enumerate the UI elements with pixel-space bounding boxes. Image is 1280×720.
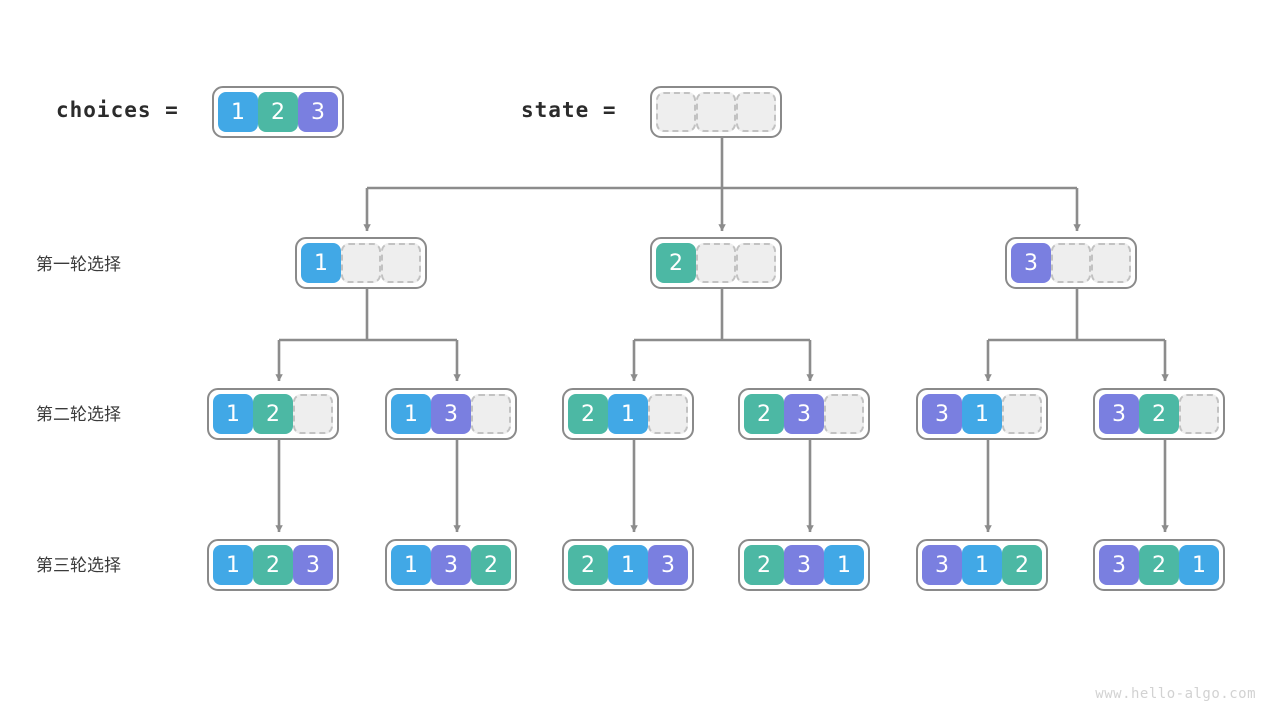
choices-label: choices = <box>56 98 179 122</box>
array-cell-filled: 3 <box>1099 394 1139 434</box>
array-cell-filled: 3 <box>922 394 962 434</box>
array-cell-empty <box>696 92 736 132</box>
array-cell-filled: 1 <box>213 545 253 585</box>
array-cell-empty <box>736 92 776 132</box>
array-cell-filled: 1 <box>1179 545 1219 585</box>
array-cell-filled: 2 <box>744 394 784 434</box>
array-cell-filled: 3 <box>1099 545 1139 585</box>
array-cell-filled: 1 <box>301 243 341 283</box>
state-array <box>650 86 782 138</box>
node-level1-3: 3 <box>1005 237 1137 289</box>
watermark: www.hello-algo.com <box>1095 686 1256 702</box>
array-cell-filled: 3 <box>298 92 338 132</box>
array-cell-filled: 2 <box>253 545 293 585</box>
array-cell-filled: 3 <box>784 545 824 585</box>
array-cell-filled: 3 <box>431 394 471 434</box>
array-cell-filled: 2 <box>568 545 608 585</box>
array-cell-empty <box>648 394 688 434</box>
array-cell-filled: 3 <box>784 394 824 434</box>
array-cell-filled: 2 <box>744 545 784 585</box>
array-cell-empty <box>1091 243 1131 283</box>
array-cell-filled: 1 <box>962 394 1002 434</box>
array-cell-filled: 2 <box>258 92 298 132</box>
array-cell-filled: 3 <box>293 545 333 585</box>
array-cell-empty <box>656 92 696 132</box>
array-cell-filled: 3 <box>431 545 471 585</box>
array-cell-filled: 2 <box>656 243 696 283</box>
array-cell-filled: 2 <box>1139 545 1179 585</box>
array-cell-empty <box>293 394 333 434</box>
array-cell-filled: 3 <box>922 545 962 585</box>
array-cell-filled: 3 <box>1011 243 1051 283</box>
row-label-round-2: 第二轮选择 <box>36 405 121 425</box>
array-cell-filled: 2 <box>1002 545 1042 585</box>
array-cell-filled: 2 <box>471 545 511 585</box>
array-cell-empty <box>471 394 511 434</box>
array-cell-filled: 3 <box>648 545 688 585</box>
array-cell-filled: 1 <box>213 394 253 434</box>
array-cell-empty <box>1051 243 1091 283</box>
array-cell-empty <box>341 243 381 283</box>
row-label-round-1: 第一轮选择 <box>36 255 121 275</box>
array-cell-empty <box>696 243 736 283</box>
array-cell-filled: 1 <box>608 394 648 434</box>
array-cell-empty <box>1179 394 1219 434</box>
array-cell-filled: 1 <box>391 545 431 585</box>
array-cell-empty <box>736 243 776 283</box>
node-level1-2: 2 <box>650 237 782 289</box>
array-cell-filled: 1 <box>608 545 648 585</box>
array-cell-empty <box>824 394 864 434</box>
array-cell-empty <box>381 243 421 283</box>
row-label-round-3: 第三轮选择 <box>36 556 121 576</box>
array-cell-filled: 2 <box>1139 394 1179 434</box>
array-cell-empty <box>1002 394 1042 434</box>
array-cell-filled: 1 <box>962 545 1002 585</box>
array-cell-filled: 2 <box>568 394 608 434</box>
array-cell-filled: 1 <box>824 545 864 585</box>
array-cell-filled: 2 <box>253 394 293 434</box>
array-cell-filled: 1 <box>218 92 258 132</box>
node-level1-1: 1 <box>295 237 427 289</box>
state-label: state = <box>521 98 617 122</box>
array-cell-filled: 1 <box>391 394 431 434</box>
